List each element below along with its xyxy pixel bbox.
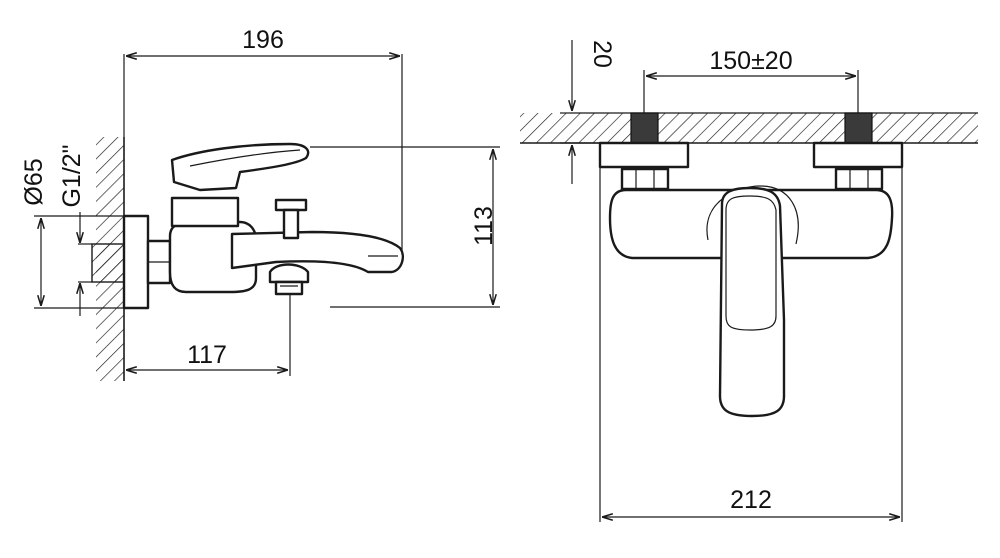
side-view: 196 113 117 Ø65 G1/2" <box>20 26 500 381</box>
lever-front <box>718 186 786 418</box>
dim-center-distance: 150±20 <box>643 47 859 113</box>
dim-side-height-label: 113 <box>470 206 498 246</box>
left-nut <box>620 167 670 191</box>
dim-side-width-label: 196 <box>242 26 284 54</box>
right-nut <box>834 167 884 191</box>
dim-thread: G1/2" <box>58 144 92 316</box>
left-connector <box>630 112 659 144</box>
dim-top-offset-label: 20 <box>588 40 616 68</box>
cartridge-housing <box>170 196 240 228</box>
spout <box>230 230 404 274</box>
dim-total-width: 212 <box>602 486 900 517</box>
dim-center-distance-label: 150±20 <box>709 47 792 75</box>
front-view: 212 150±20 20 <box>520 40 978 522</box>
right-flange <box>812 141 904 169</box>
faucet-body-side <box>168 142 404 296</box>
handle-side <box>170 142 310 192</box>
front-wall <box>520 112 978 144</box>
dim-flange-diameter: Ø65 <box>20 158 124 309</box>
dim-side-width: 196 <box>123 26 403 255</box>
dim-spout-reach-label: 117 <box>187 341 227 369</box>
front-wall-hatching <box>520 113 978 143</box>
dim-total-width-label: 212 <box>730 486 772 514</box>
diverter-knob <box>274 198 308 212</box>
shower-outlet <box>268 263 310 284</box>
right-connector <box>844 112 873 144</box>
dim-flange-diameter-label: Ø65 <box>20 158 48 205</box>
cartridge-outline <box>706 185 799 245</box>
threaded-connector <box>91 214 172 310</box>
dim-thread-label: G1/2" <box>58 144 86 207</box>
dim-spout-reach: 117 <box>126 294 291 376</box>
dim-side-height: 113 <box>310 146 500 308</box>
dim-top-offset: 20 <box>560 40 616 184</box>
left-flange <box>598 141 690 169</box>
